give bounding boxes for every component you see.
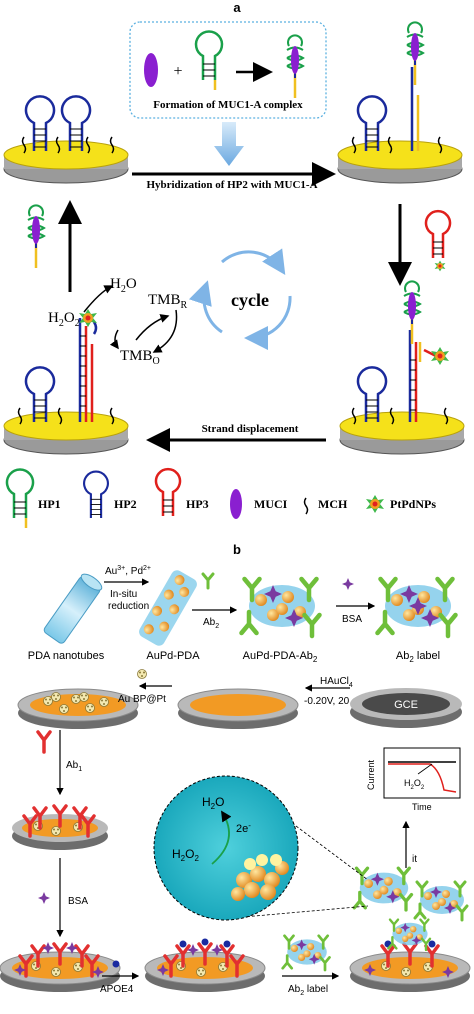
legend-muc1: MUCI [254, 497, 288, 511]
ab1-label: Ab1 [66, 760, 82, 773]
apoe4-label: APOE4 [100, 984, 134, 995]
legend-hp3: HP3 [186, 497, 209, 511]
apoe4-dot-icon [112, 960, 120, 968]
ab2-label: Ab2 [203, 617, 219, 630]
it-label: it [412, 854, 417, 865]
tmb-arrow-1 [135, 314, 170, 341]
legend-hp2: HP2 [114, 497, 137, 511]
bsa2-label: BSA [68, 896, 88, 907]
current-plot [383, 747, 461, 799]
aupd-pda-label: AuPd-PDA [146, 650, 200, 662]
h2o2-label: H2O2 [48, 310, 80, 329]
legend-hp1-icon [5, 468, 35, 530]
electrode-gce [350, 688, 462, 728]
legend-mch-icon [303, 497, 309, 515]
inset-caption: Formation of MUC1-A complex [153, 99, 303, 111]
muc1-complex-icon [26, 204, 46, 270]
tmbo-label: TMBO [120, 348, 160, 367]
plus-sign: + [173, 63, 182, 80]
arrow-bottom-label: Strand displacement [202, 423, 299, 435]
ab2-label-final: Ab2 label [396, 650, 440, 664]
metal-ions-label: Au3+, Pd2+ [105, 565, 151, 577]
ab2-label2: Ab2 label [288, 984, 328, 997]
ab1-antibody-icon [36, 730, 52, 754]
ab2-label-icon [378, 579, 456, 636]
plot-h2o2-pointer [417, 763, 433, 775]
zoom-reaction-arrow [211, 810, 232, 865]
muc1-complex-icon [402, 280, 422, 346]
legend-ptpd-icon [366, 495, 384, 513]
zoom-line-2 [231, 905, 369, 919]
aupd-pda-ab2-label: AuPd-PDA-Ab2 [243, 650, 318, 664]
legend: HP1 HP2 HP3 MUCI MCH PtPdNPs [5, 467, 436, 530]
haucl4-label: HAuCl4 [320, 676, 353, 689]
tmb-arrow-3 [109, 329, 119, 350]
electrode-gold-deposit [177, 688, 299, 730]
bsa2-star-icon [38, 892, 50, 904]
pda-label: PDA nanotubes [28, 650, 105, 662]
bsa-star-icon [342, 578, 354, 590]
ab2-label-small-icon [283, 936, 330, 970]
tmb-arrow-2 [152, 309, 178, 353]
bsa-label: BSA [342, 614, 362, 625]
legend-hp3-icon [154, 467, 182, 518]
electrode-bottom-right [339, 280, 465, 455]
gce-label: GCE [394, 699, 418, 711]
ab2-antibody-icon [201, 572, 215, 590]
muc1-complex-icon [285, 34, 305, 100]
electrode-ab1 [12, 804, 108, 850]
au-bp-pt-cluster-icon [231, 854, 289, 901]
zoom-line-1 [231, 777, 369, 881]
voltage-label: -0.20V, 20 s [304, 696, 357, 707]
electrode-final [349, 920, 471, 993]
electrode-bottom-left [3, 309, 129, 455]
cycle-label: cycle [231, 290, 269, 310]
plot-response-red [388, 763, 457, 793]
muc1-protein-icon [144, 53, 158, 87]
electrode-apoe4 [144, 938, 266, 993]
zoom-electron: 2e- [236, 821, 251, 835]
hp1-aptamer-icon [194, 30, 224, 92]
zoom-h2o: H2O [202, 795, 224, 811]
arrow-top-label: Hybridization of HP2 with MUC1-A [146, 179, 317, 191]
insitu-label-1: In-situ [110, 589, 137, 600]
cycle-icon [188, 248, 292, 351]
ab2-label-cluster-icon [354, 868, 411, 910]
legend-ptpd: PtPdNPs [390, 497, 436, 511]
legend-mch: MCH [318, 497, 348, 511]
block-arrow-down [214, 122, 244, 166]
legend-hp1: HP1 [38, 497, 61, 511]
hp3-hairpin-icon [424, 209, 452, 272]
legend-hp2-icon [83, 470, 109, 520]
au-bp-label: Au BP@Pt [118, 694, 166, 705]
electrode-top-right [337, 21, 463, 184]
h2o2-to-h2o-arrow [83, 285, 114, 313]
legend-muc1-icon [230, 489, 242, 519]
zoom-h2o2: H2O2 [172, 847, 199, 863]
plot-h2o2-label: H2O2 [404, 778, 425, 791]
aupd-pda-ab2-icon [242, 579, 320, 636]
aupd-pda-icon [139, 570, 197, 646]
au-bp-pt-small-icon [137, 669, 147, 679]
tmbr-label: TMBR [148, 292, 188, 311]
insitu-label-2: reduction [108, 601, 149, 612]
h2o-label: H2O [110, 276, 137, 295]
muc1-complex-icon [405, 21, 425, 87]
ab2-label-cluster-icon [415, 882, 467, 920]
panel-a-label: a [233, 0, 241, 15]
pda-nanotube-icon [43, 573, 103, 644]
panel-b-label: b [233, 542, 241, 557]
plot-x-label: Time [412, 802, 432, 812]
electrode-top-left [3, 95, 129, 184]
plot-y-label: Current [366, 759, 376, 790]
inset-box [129, 21, 327, 119]
